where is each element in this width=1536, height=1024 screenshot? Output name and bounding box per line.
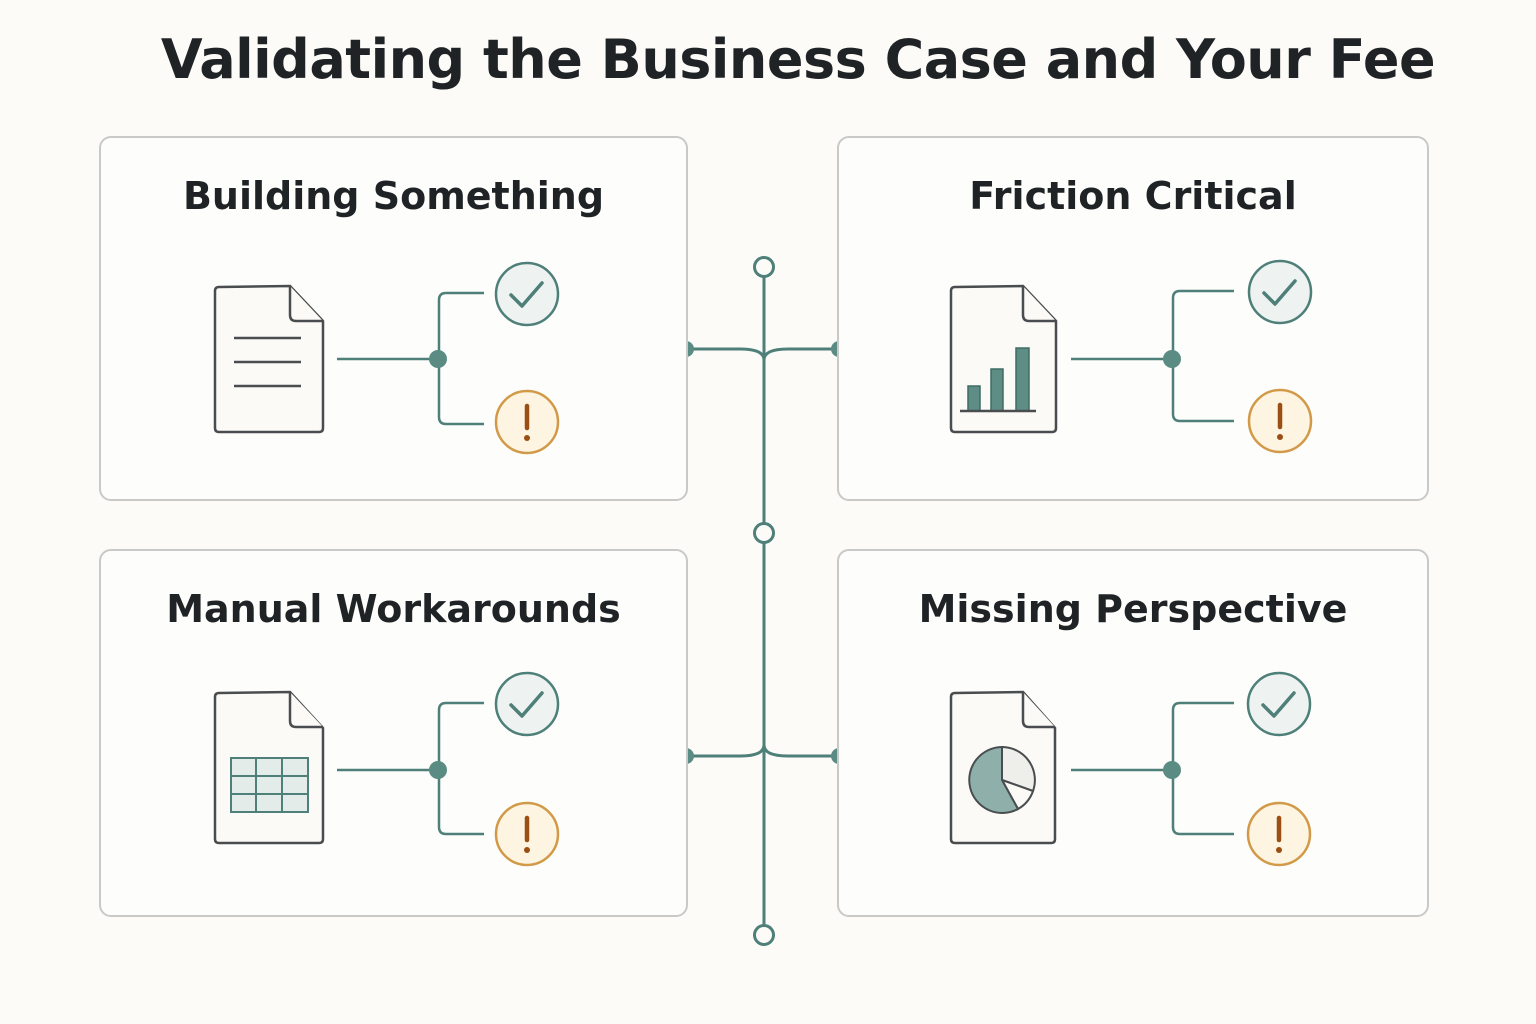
- pie-chart-document-icon: [949, 690, 1057, 845]
- branch-fork: [1171, 289, 1234, 423]
- card-title: Missing Perspective: [918, 587, 1348, 631]
- card-title: Friction Critical: [969, 174, 1297, 218]
- spine-node-middle: [753, 522, 775, 544]
- check-circle-icon: [494, 671, 560, 737]
- branch-node: [1163, 761, 1181, 779]
- card-title: Manual Workarounds: [166, 587, 621, 631]
- bar-chart-document-icon: [949, 284, 1058, 434]
- branch-node: [1163, 350, 1181, 368]
- text-document-icon: [213, 284, 325, 434]
- spine-node-bottom: [753, 924, 775, 946]
- check-circle-icon: [1247, 259, 1313, 325]
- branch-node: [429, 761, 447, 779]
- card-missing-perspective: Missing Perspective: [837, 549, 1429, 917]
- card-building-something: Building Something: [99, 136, 688, 501]
- lower-branch-line: [686, 744, 838, 758]
- exclamation-circle-icon: [1246, 801, 1312, 867]
- spreadsheet-document-icon: [213, 690, 325, 845]
- card-manual-workarounds: Manual Workarounds: [99, 549, 688, 917]
- card-title: Building Something: [182, 174, 605, 218]
- check-circle-icon: [1246, 671, 1312, 737]
- card-friction-critical: Friction Critical: [837, 136, 1429, 501]
- exclamation-circle-icon: [494, 389, 560, 455]
- page-title: Validating the Business Case and Your Fe…: [160, 28, 1436, 91]
- branch-node: [429, 350, 447, 368]
- exclamation-circle-icon: [494, 801, 560, 867]
- upper-branch-line: [686, 347, 838, 361]
- check-circle-icon: [494, 261, 560, 327]
- exclamation-circle-icon: [1247, 388, 1313, 454]
- branch-fork: [1171, 701, 1234, 836]
- spine-node-top: [753, 256, 775, 278]
